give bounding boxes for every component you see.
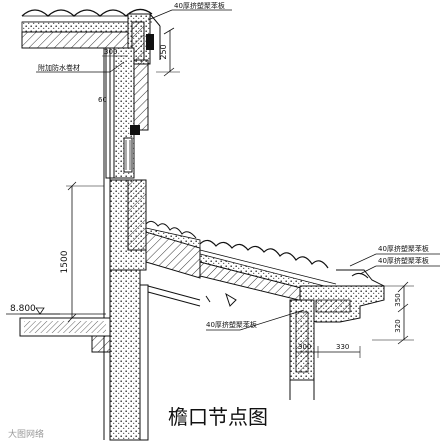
insulation-right-lower-label: 40厚挤塑聚苯板 [378,256,429,265]
upper-leaders [36,9,232,73]
dimension-right-vertical [372,281,414,345]
upper-wall [103,47,149,440]
dim-320-label: 320 [394,319,402,332]
insulation-right-upper-label: 40厚挤塑聚苯板 [378,244,429,253]
dim-350-label: 350 [394,293,402,306]
right-leaders [206,253,440,331]
upper-eave-roof [21,8,161,65]
elevation-8800-label: 8.800 [10,304,36,314]
waterproof-label: 附加防水卷材 [38,63,80,72]
dim-300b-label: 300 [298,343,311,351]
dimension-250 [156,27,180,77]
middle-roof-slab [109,179,201,441]
dimension-right-horizontal [295,346,361,358]
insulation-top-label: 40厚挤塑聚苯板 [174,1,225,10]
dim-250-label: 250 [159,44,168,59]
dimension-1500 [66,181,104,323]
floor-slab [19,313,111,353]
dim-330-label: 330 [336,343,349,351]
watermark-text: 大图网络 [8,428,44,440]
dim-1500-label: 1500 [60,250,70,273]
insulation-bottom-label: 40厚挤塑聚苯板 [206,320,257,329]
drawing-title: 檐口节点图 [168,405,268,429]
elevation-mark [6,307,60,315]
dim-300-label: 300 [104,48,117,56]
dim-60-label: 60 [98,96,107,104]
